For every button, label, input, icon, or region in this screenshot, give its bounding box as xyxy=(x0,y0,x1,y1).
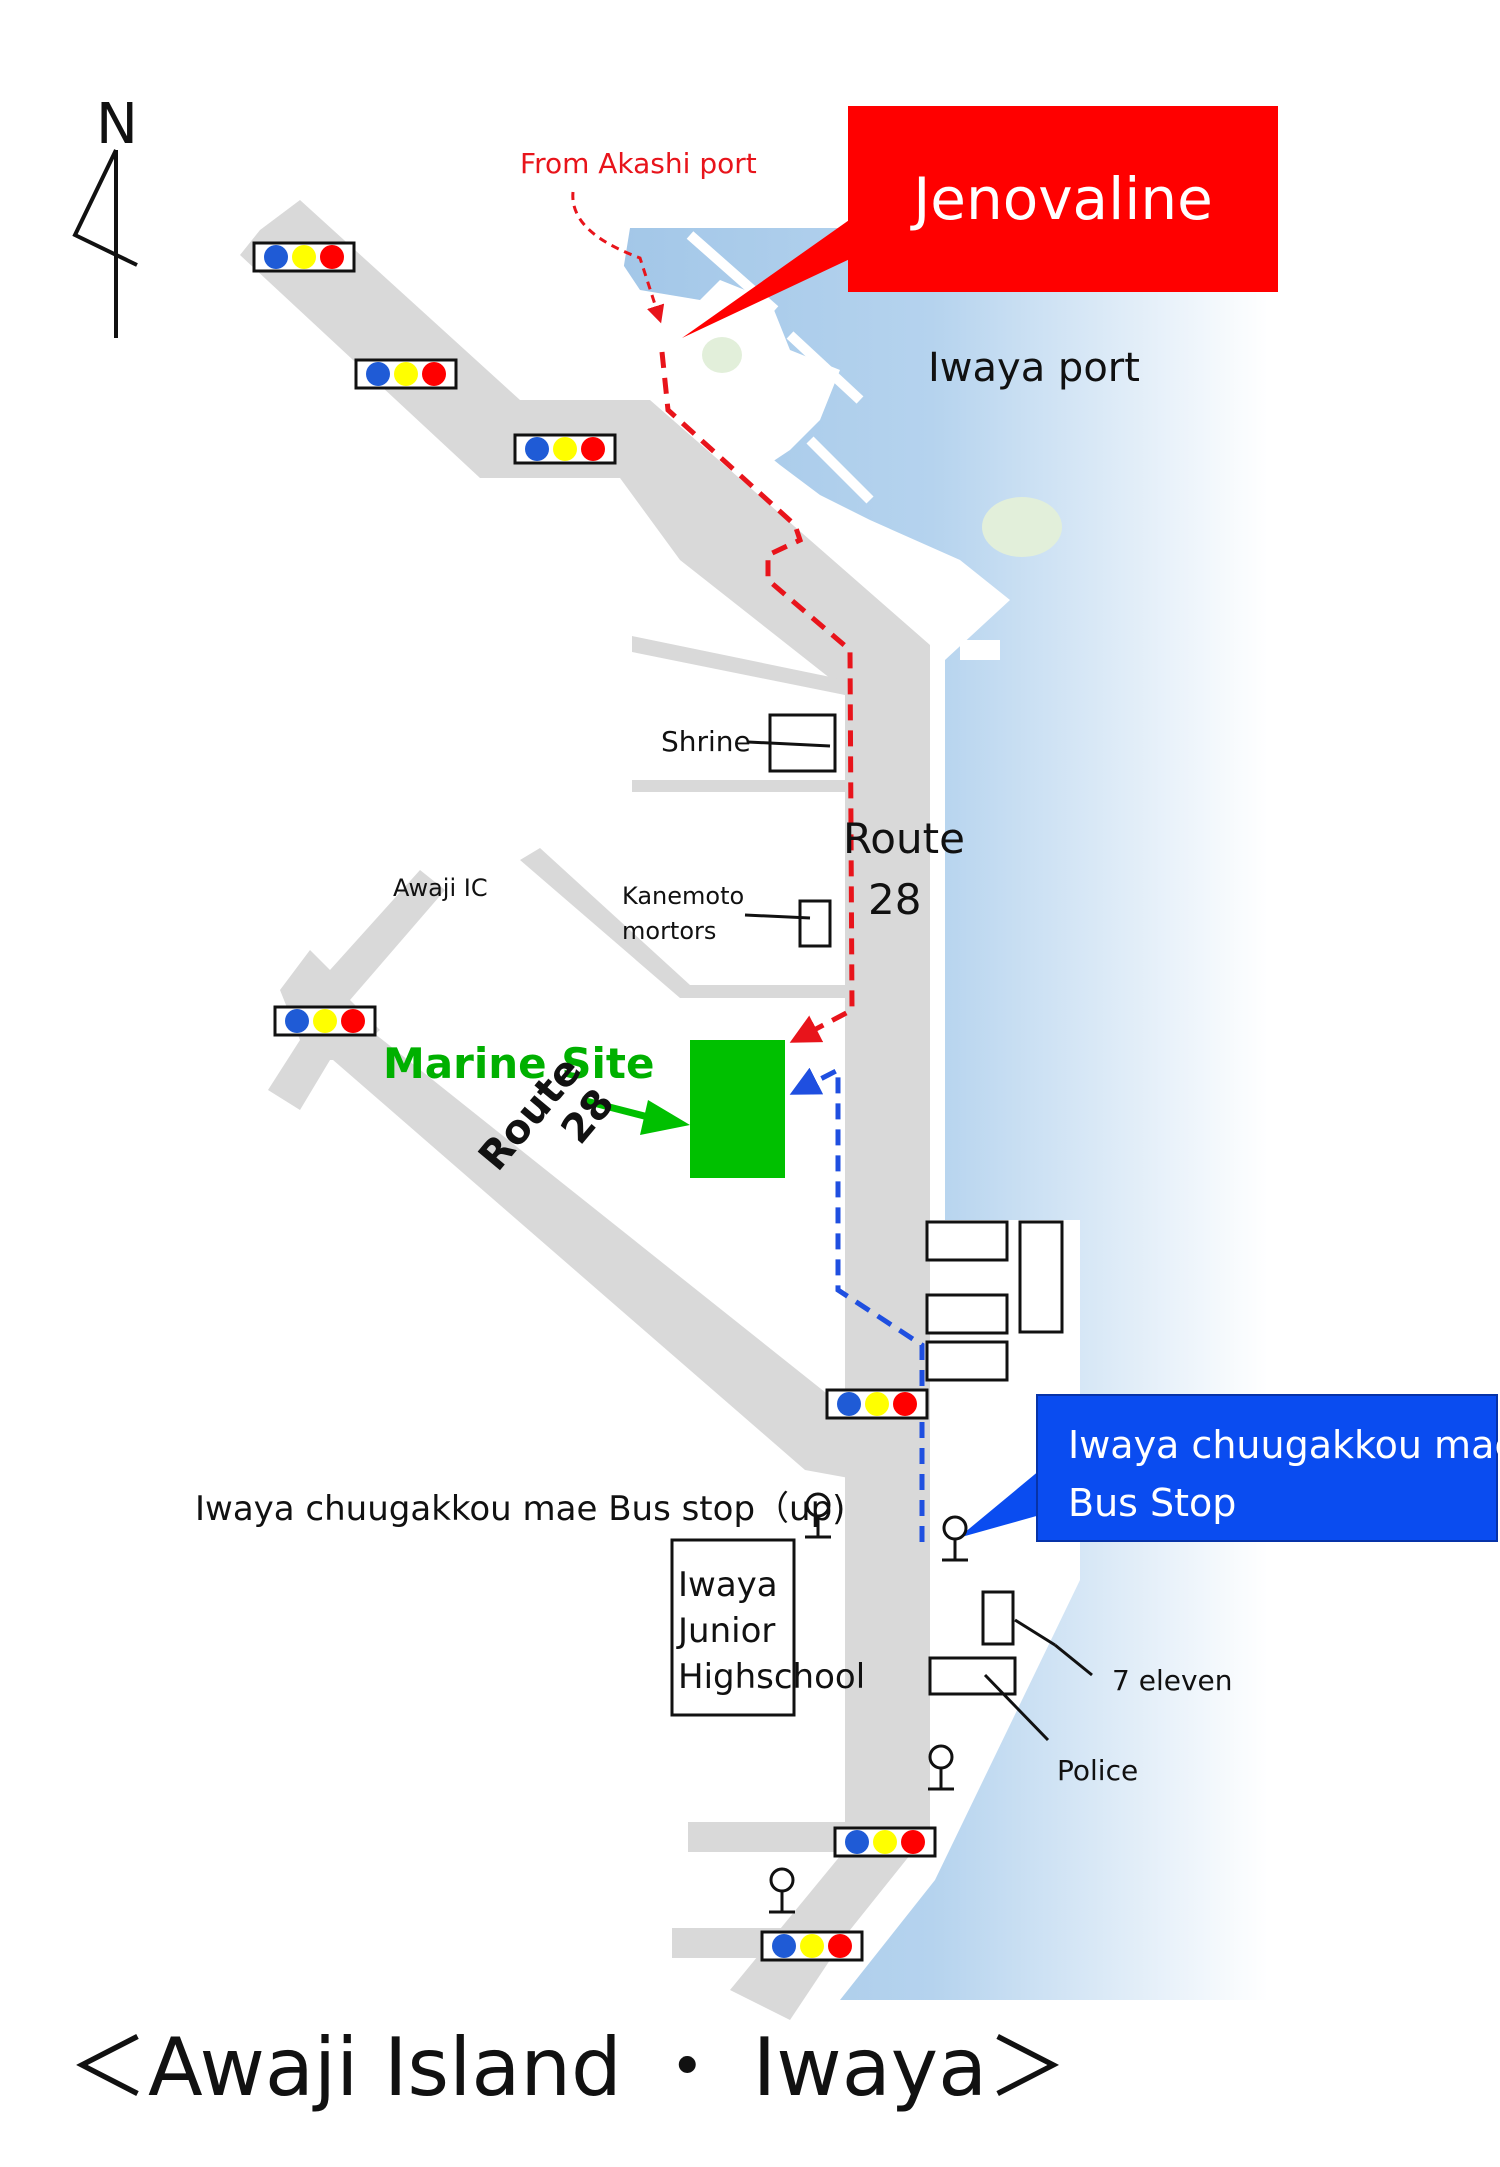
school-label-1: Iwaya xyxy=(678,1565,778,1605)
bus-stop-up-label: Iwaya chuugakkou mae Bus stop（up) xyxy=(195,1489,846,1529)
marine-site-arrow xyxy=(581,1096,690,1135)
leader-lines xyxy=(744,740,1093,1742)
from-akashi-port-label: From Akashi port xyxy=(520,147,757,180)
school-label-2: Junior xyxy=(678,1611,776,1651)
map-title: ＜Awaji Island ・ Iwaya＞ xyxy=(68,2021,1068,2114)
bus-stop-pointer xyxy=(958,1470,1040,1538)
ferry-route xyxy=(571,191,855,1043)
school-label-3: Highschool xyxy=(678,1657,866,1697)
awaji-ic-label: Awaji IC xyxy=(393,874,488,902)
marine-site-block xyxy=(690,1040,785,1178)
shrine-label: Shrine xyxy=(661,725,751,758)
traffic-light-icon xyxy=(760,1930,864,1962)
marine-site-label: Marine Site xyxy=(383,1039,655,1088)
buildings xyxy=(670,713,1064,1717)
bus-stop-callout-line2: Bus Stop xyxy=(1068,1481,1237,1525)
traffic-light-icon xyxy=(825,1388,929,1420)
jenovaline-callout: Jenovaline xyxy=(848,106,1278,292)
traffic-lights xyxy=(252,241,937,1962)
route-28-main-label-2: 28 xyxy=(868,875,922,924)
police-label: Police xyxy=(1057,1754,1139,1787)
traffic-light-icon xyxy=(513,433,617,465)
route-28-main-label-1: Route xyxy=(843,814,965,863)
traffic-light-icon xyxy=(833,1826,937,1858)
traffic-light-icon xyxy=(252,241,356,273)
bus-stop-callout: Iwaya chuugakkou mae Bus Stop xyxy=(1036,1394,1500,1542)
compass-n-label: N xyxy=(96,92,138,157)
bus-stops xyxy=(769,1492,968,1914)
bus-stop-icon xyxy=(769,1867,795,1914)
sea-area xyxy=(522,228,1268,2000)
iwaya-port-label: Iwaya port xyxy=(928,345,1140,391)
school-label: Iwaya Junior Highschool xyxy=(678,1562,865,1700)
bus-stop-icon xyxy=(942,1515,968,1562)
bus-stop-icon xyxy=(928,1744,954,1791)
jenovaline-pointer xyxy=(682,218,852,338)
traffic-light-icon xyxy=(354,358,458,390)
kanemoto-label-1: Kanemoto xyxy=(622,882,745,910)
bus-stop-icon xyxy=(805,1492,831,1539)
seven-eleven-label: 7 eleven xyxy=(1112,1664,1233,1697)
compass-arrow-icon xyxy=(72,149,138,338)
bus-stop-callout-line1: Iwaya chuugakkou mae xyxy=(1068,1423,1500,1467)
kanemoto-label-2: mortors xyxy=(622,917,717,945)
traffic-light-icon xyxy=(273,1005,377,1037)
